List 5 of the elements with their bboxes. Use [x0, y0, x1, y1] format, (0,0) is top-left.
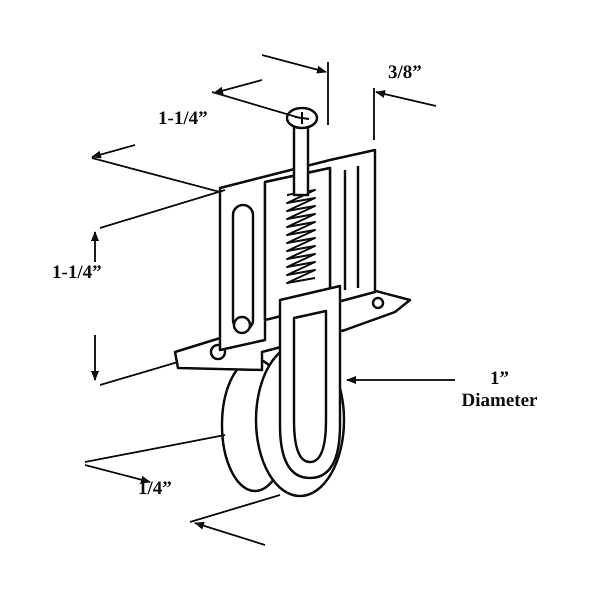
dimension-label: 3/8” [388, 62, 422, 84]
dimension-label: 1/4” [138, 478, 172, 500]
dimension-label: 1-1/4” [158, 108, 208, 130]
dimension-label: 1” Diameter [460, 368, 538, 412]
dimension-label: 1-1/4” [52, 262, 102, 284]
